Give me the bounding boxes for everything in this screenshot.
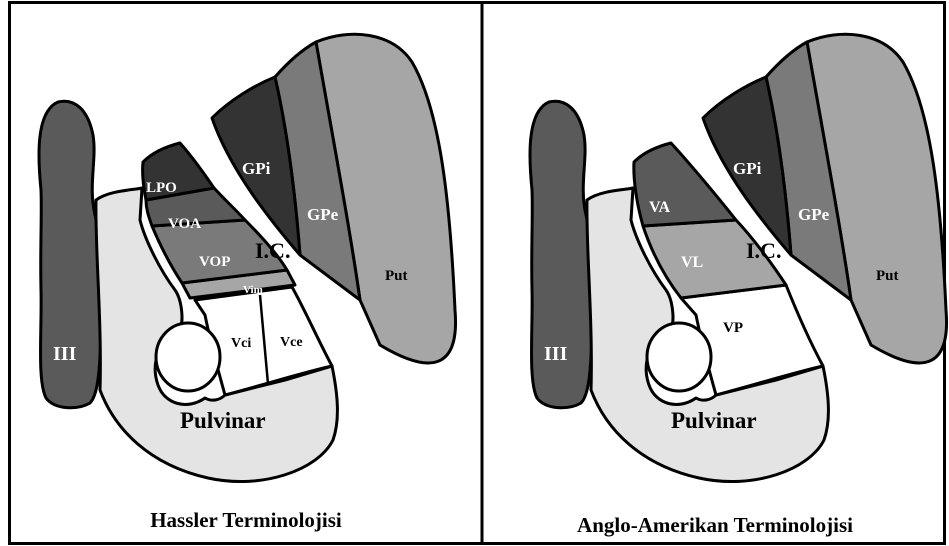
caption-anglo-american: Anglo-Amerikan Terminolojisi xyxy=(577,513,853,537)
label-iii: III xyxy=(53,343,77,365)
caption-hassler: Hassler Terminolojisi xyxy=(150,508,342,532)
label-voa: VOA xyxy=(168,216,201,232)
label-pulvinar: Pulvinar xyxy=(180,408,266,433)
label-iii: III xyxy=(544,343,568,365)
label-gpe: GPe xyxy=(307,205,339,224)
label-lpo: LPO xyxy=(146,180,177,196)
label-gpi: GPi xyxy=(242,159,271,178)
label-vp: VP xyxy=(723,320,743,336)
label-gpe: GPe xyxy=(798,205,830,224)
pulvinar-hole xyxy=(647,323,711,391)
label-ic: I.C. xyxy=(746,238,781,263)
label-vci: Vci xyxy=(231,336,251,351)
label-vop: VOP xyxy=(199,254,230,270)
label-vim: Vim xyxy=(243,284,263,296)
label-va: VA xyxy=(649,199,670,216)
label-vce: Vce xyxy=(280,335,303,350)
label-gpi: GPi xyxy=(733,159,762,178)
label-pulvinar: Pulvinar xyxy=(671,408,757,433)
label-vl: VL xyxy=(681,254,703,271)
label-put: Put xyxy=(876,268,899,284)
pulvinar-hole xyxy=(156,323,220,391)
label-put: Put xyxy=(385,268,408,284)
label-ic: I.C. xyxy=(255,238,290,263)
